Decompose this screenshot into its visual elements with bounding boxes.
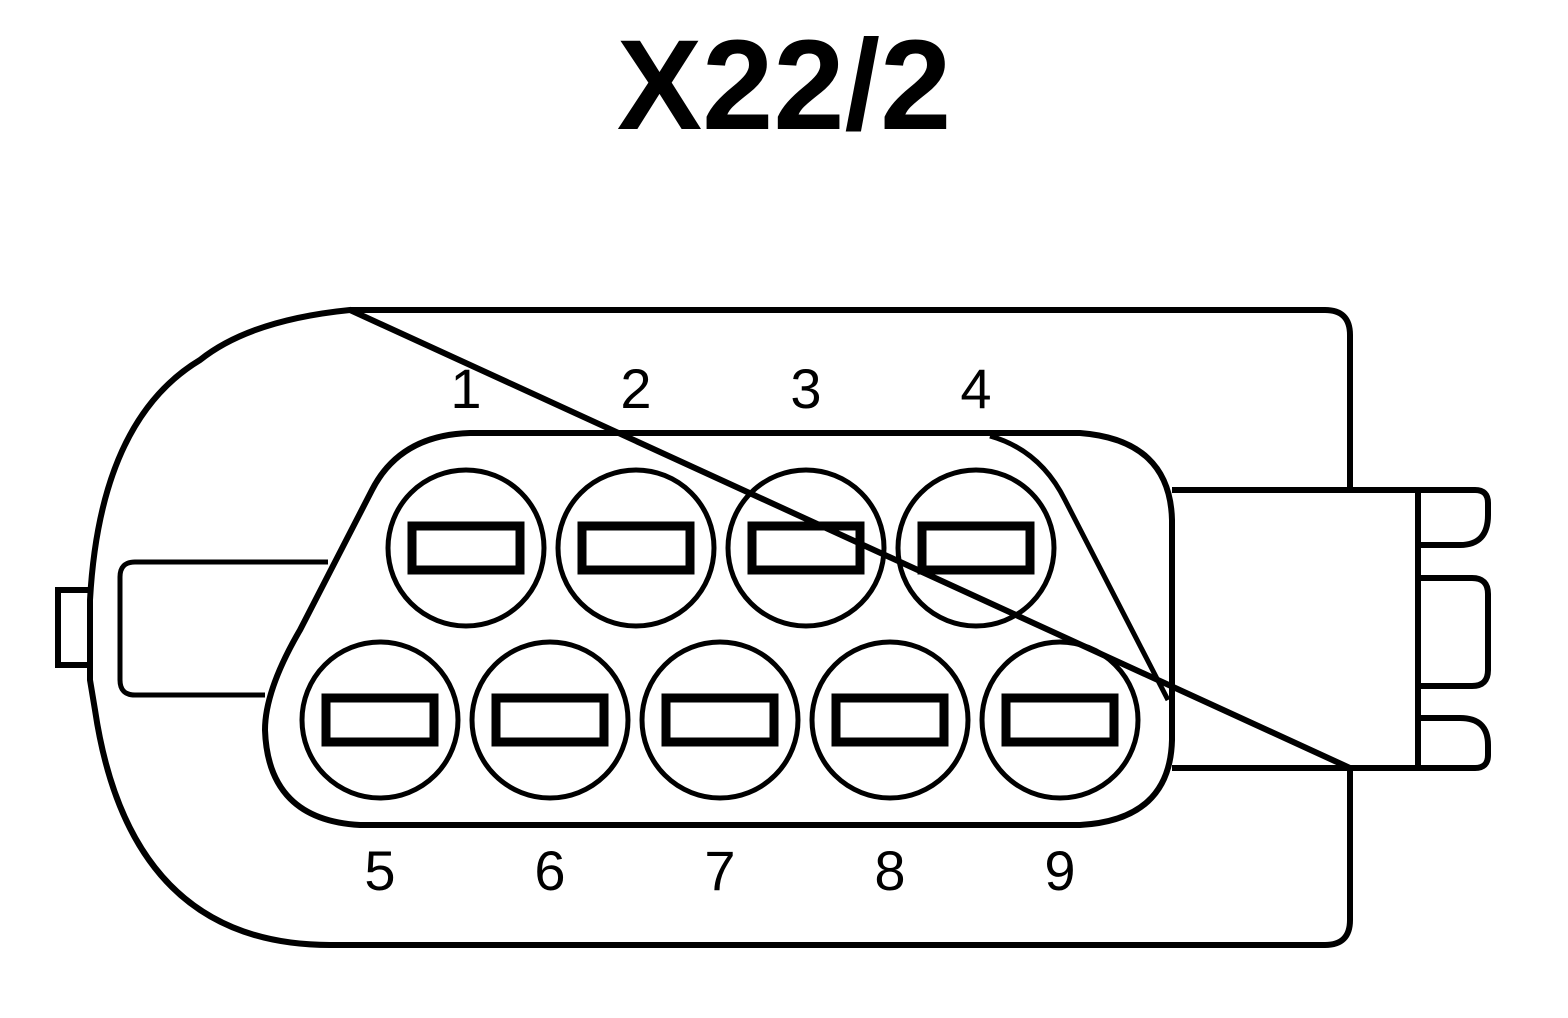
pin-5: 5 xyxy=(299,639,461,902)
pin-cavity-9 xyxy=(979,639,1141,801)
pin-9: 9 xyxy=(979,639,1141,902)
pin-3: 3 xyxy=(725,357,887,629)
pin-label-7: 7 xyxy=(704,839,735,902)
pins-bottom-row: 5 6 7 8 9 xyxy=(299,639,1141,902)
pin-6: 6 xyxy=(469,639,631,902)
pin-cavity-8 xyxy=(809,639,971,801)
pin-terminal-2 xyxy=(577,521,695,575)
pin-4: 4 xyxy=(895,357,1057,629)
pin-cavity-7 xyxy=(639,639,801,801)
pin-cavity-1 xyxy=(385,467,547,629)
pin-7: 7 xyxy=(639,639,801,902)
pin-terminal-5 xyxy=(321,693,439,747)
cavity-outline xyxy=(261,430,1175,828)
pin-label-4: 4 xyxy=(960,357,991,420)
pin-label-1: 1 xyxy=(450,357,481,420)
pin-terminal-8 xyxy=(831,693,949,747)
pin-terminal-4 xyxy=(917,521,1035,575)
pin-label-5: 5 xyxy=(364,839,395,902)
connector-housing xyxy=(87,306,1353,948)
connector-title: X22/2 xyxy=(616,14,952,157)
pin-label-9: 9 xyxy=(1044,839,1075,902)
pin-terminal-6 xyxy=(491,693,609,747)
pin-terminal-1 xyxy=(407,521,525,575)
left-key-slot xyxy=(117,559,328,698)
pin-label-3: 3 xyxy=(790,357,821,420)
pin-1: 1 xyxy=(385,357,547,629)
pin-2: 2 xyxy=(555,357,717,629)
pin-8: 8 xyxy=(809,639,971,902)
right-latch xyxy=(1172,487,1491,771)
pin-cavity-6 xyxy=(469,639,631,801)
pin-cavity-3 xyxy=(725,467,887,629)
pin-cavity-2 xyxy=(555,467,717,629)
pin-terminal-3 xyxy=(747,521,865,575)
pins-top-row: 1 2 3 4 xyxy=(385,357,1057,629)
pin-terminal-9 xyxy=(1001,693,1119,747)
pin-label-2: 2 xyxy=(620,357,651,420)
pin-label-6: 6 xyxy=(534,839,565,902)
cavity-bevel xyxy=(989,433,1171,702)
pin-terminal-7 xyxy=(661,693,779,747)
pin-label-8: 8 xyxy=(874,839,905,902)
left-tab xyxy=(55,587,90,668)
pin-cavity-4 xyxy=(895,467,1057,629)
pin-cavity-5 xyxy=(299,639,461,801)
